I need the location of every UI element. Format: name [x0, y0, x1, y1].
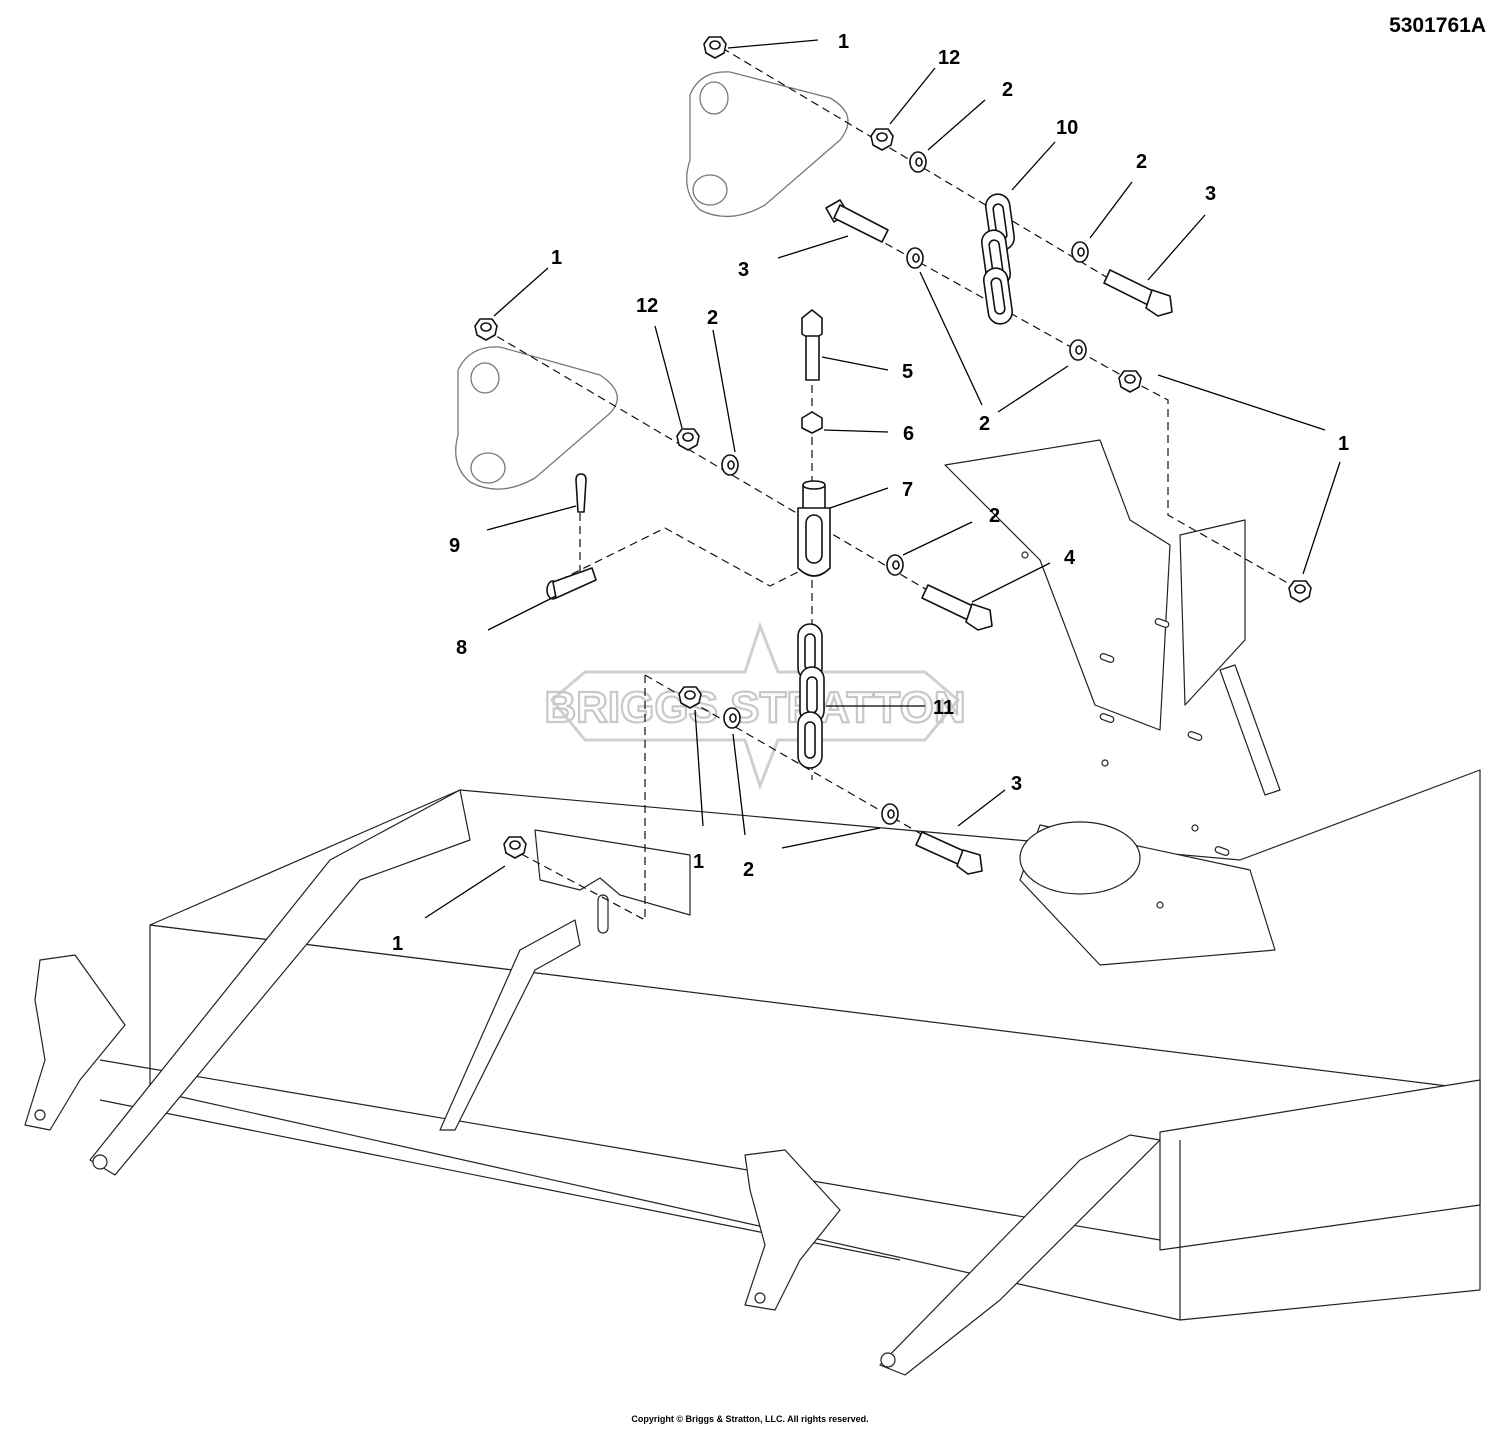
- cotter-pin-9: [575, 473, 587, 513]
- brand-watermark: BRIGGS STRATTON: [543, 621, 967, 791]
- drawing-number: 5301761A: [1389, 14, 1486, 37]
- svg-text:BRIGGS STRATTON: BRIGGS STRATTON: [544, 683, 965, 732]
- callout-1: 1: [838, 31, 849, 53]
- bolt-4: [921, 584, 993, 631]
- callout-labels: 1 12 2 10 2 3 3 1 12 2 5 6 2 1 7 2 9 4 8…: [392, 31, 1349, 955]
- clevis-pin-8: [546, 567, 597, 600]
- callout-3: 3: [1205, 183, 1216, 205]
- bolt-3-lower: [915, 831, 983, 875]
- callout-2: 2: [989, 505, 1000, 527]
- support-arm-left: [89, 789, 471, 1176]
- bolt-3-upper: [825, 199, 889, 243]
- support-arm-right: [879, 1134, 1161, 1376]
- mower-deck: [24, 439, 1481, 1376]
- support-arm-center: [439, 919, 581, 1131]
- deck-clip-left: [534, 829, 691, 934]
- clevis-7: [797, 480, 831, 577]
- copyright-notice: Copyright © Briggs & Stratton, LLC. All …: [631, 1414, 869, 1424]
- callout-3: 3: [738, 259, 749, 281]
- callout-5: 5: [902, 361, 913, 383]
- callout-12: 12: [636, 295, 658, 317]
- part-hardware: [474, 36, 1312, 875]
- callout-10: 10: [1056, 117, 1078, 139]
- callout-4: 4: [1064, 547, 1076, 569]
- front-bracket-center: [744, 1149, 841, 1311]
- nut-6: [801, 411, 823, 434]
- chain-11: [797, 623, 825, 769]
- bolt-3-right: [1103, 269, 1173, 317]
- callout-6: 6: [903, 423, 914, 445]
- front-bracket-left: [24, 954, 126, 1131]
- callout-3: 3: [1011, 773, 1022, 795]
- callout-12: 12: [938, 47, 960, 69]
- rear-mount-plate: [944, 439, 1281, 909]
- callout-1: 1: [551, 247, 562, 269]
- callout-1: 1: [1338, 433, 1349, 455]
- callout-8: 8: [456, 637, 467, 659]
- callout-2: 2: [707, 307, 718, 329]
- callout-1: 1: [392, 933, 403, 955]
- assembly-centerlines: [485, 47, 1301, 921]
- chain-10: [979, 191, 1017, 327]
- callout-2: 2: [979, 413, 990, 435]
- callout-9: 9: [449, 535, 460, 557]
- bolt-5: [801, 309, 823, 381]
- callout-7: 7: [902, 479, 913, 501]
- hanger-bracket-lower: [455, 346, 618, 490]
- callout-2: 2: [1136, 151, 1147, 173]
- callout-11: 11: [933, 697, 954, 719]
- callout-2: 2: [1002, 79, 1013, 101]
- callout-1: 1: [693, 851, 704, 873]
- leader-lines: [424, 39, 1341, 919]
- callout-2: 2: [743, 859, 754, 881]
- hanger-bracket-upper: [686, 71, 849, 218]
